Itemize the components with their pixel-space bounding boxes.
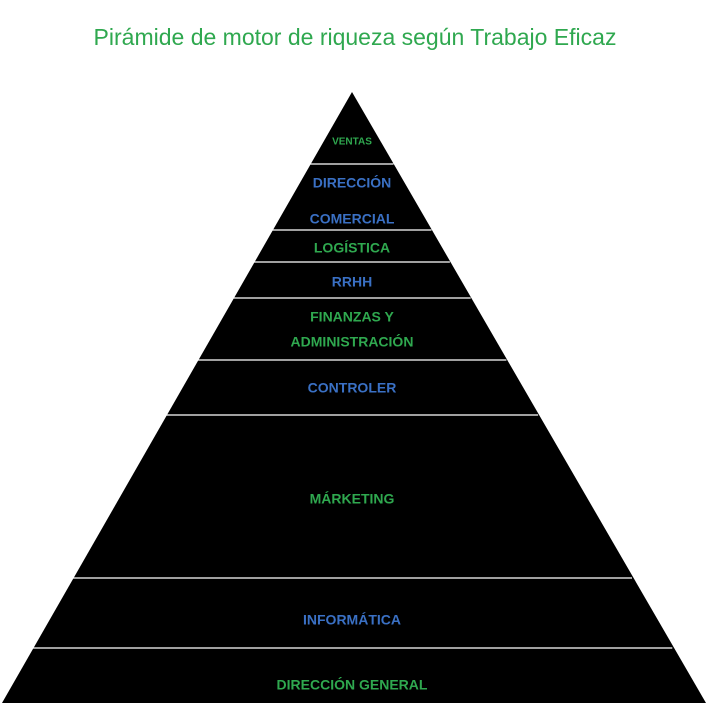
pyramid-level-label: CONTROLER	[308, 380, 397, 396]
pyramid-level-label: DIRECCIÓN GENERAL	[277, 676, 428, 693]
pyramid-level-label: DIRECCIÓN	[313, 174, 392, 191]
pyramid-level-label: RRHH	[332, 274, 372, 290]
pyramid-separators	[31, 163, 673, 649]
pyramid-level-label: LOGÍSTICA	[314, 240, 390, 256]
pyramid-level-label: FINANZAS Y	[310, 309, 394, 325]
pyramid-level-label: ADMINISTRACIÓN	[291, 333, 414, 350]
pyramid-level-label: INFORMÁTICA	[303, 612, 401, 628]
pyramid-labels: VENTAS DIRECCIÓN COMERCIAL LOGÍSTICA RRHH FIN…	[277, 137, 428, 693]
diagram-title: Pirámide de motor de riqueza según Traba…	[93, 24, 617, 50]
pyramid-shape	[2, 92, 706, 703]
pyramid-level-label: COMERCIAL	[310, 211, 395, 227]
pyramid-level-label: VENTAS	[332, 137, 372, 148]
pyramid-level-label: MÁRKETING	[310, 491, 395, 507]
